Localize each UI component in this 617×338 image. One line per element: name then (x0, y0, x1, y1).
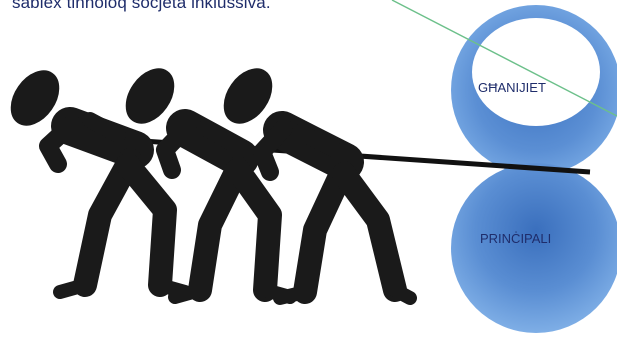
bottom-circle (451, 163, 617, 333)
circle-bottom-label: PRINĊIPALI (480, 231, 551, 246)
top-circle-inner (472, 18, 600, 126)
circle-top-label: GĦANIJIET (478, 80, 546, 95)
